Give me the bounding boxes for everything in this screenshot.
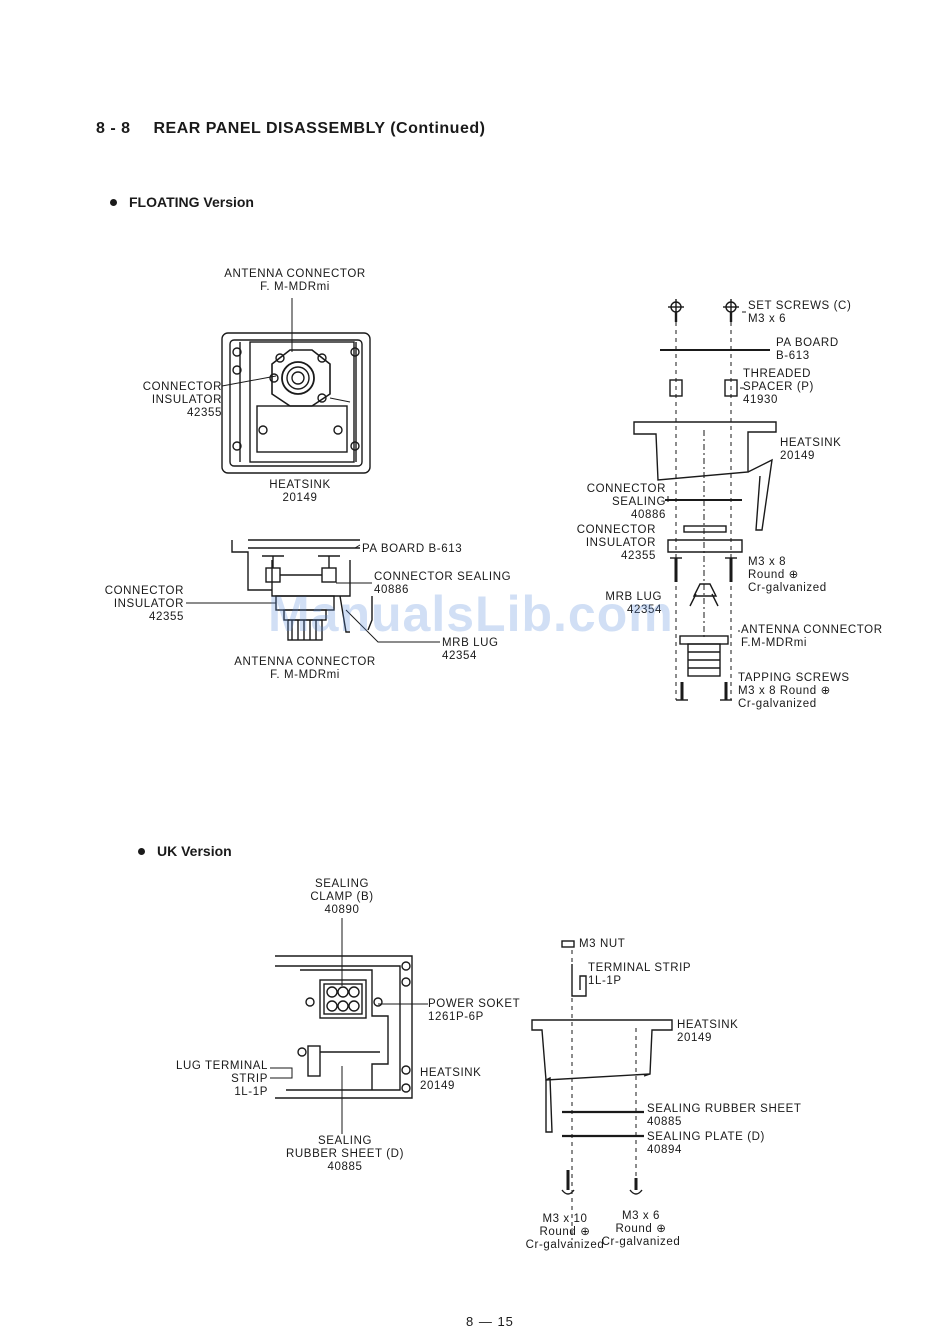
- uk-version-heading: UK Version: [138, 843, 232, 859]
- label-m3x8-screws: M3 x 8 Round ⊕ Cr-galvanized: [748, 556, 827, 594]
- label-heatsink-uk-front: HEATSINK 20149: [420, 1067, 482, 1092]
- label-heatsink-top: HEATSINK 20149: [269, 479, 331, 504]
- bullet-dot: [138, 847, 145, 855]
- label-connector-sealing-side: CONNECTOR SEALING 40886: [374, 571, 512, 596]
- uk-exploded-view: [531, 940, 673, 1240]
- label-power-socket: POWER SOKET 1261P-6P: [428, 998, 521, 1023]
- label-m3-nut: M3 NUT: [579, 938, 626, 950]
- label-pa-board-exploded: PA BOARD B-613: [776, 337, 839, 362]
- uk-front-view: [270, 918, 428, 1134]
- label-terminal-strip: TERMINAL STRIP 1L-1P: [588, 962, 692, 987]
- label-connector-insulator-side: CONNECTOR INSULATOR 42355: [104, 585, 184, 623]
- label-tapping-screws: TAPPING SCREWS M3 x 8 Round ⊕ Cr-galvani…: [738, 672, 850, 710]
- label-threaded-spacer: THREADED SPACER (P) 41930: [743, 368, 814, 406]
- floating-top-view: [221, 298, 371, 474]
- label-antenna-connector-exploded: ANTENNA CONNECTOR F.M-MDRmi: [741, 624, 883, 649]
- label-sealing-plate: SEALING PLATE (D) 40894: [647, 1131, 765, 1156]
- label-antenna-connector-side: ANTENNA CONNECTOR F. M-MDRmi: [234, 656, 376, 681]
- bullet-dot: [110, 198, 117, 206]
- label-sealing-rubber-sheet-d: SEALING RUBBER SHEET (D) 40885: [285, 1135, 404, 1173]
- floating-version-heading: FLOATING Version: [110, 194, 254, 210]
- label-connector-sealing-exploded: CONNECTOR SEALING 40886: [586, 483, 666, 521]
- label-connector-insulator-exploded: CONNECTOR INSULATOR 42355: [576, 524, 656, 562]
- label-pa-board-side: PA BOARD B-613: [362, 543, 463, 555]
- section-number: 8 - 8: [96, 120, 131, 137]
- section-heading: 8 - 8 REAR PANEL DISASSEMBLY (Continued): [96, 120, 485, 138]
- label-sealing-clamp: SEALING CLAMP (B) 40890: [310, 878, 374, 916]
- label-sealing-rubber-sheet: SEALING RUBBER SHEET 40885: [647, 1103, 802, 1128]
- watermark: ManualsLib.com: [268, 586, 674, 642]
- label-antenna-connector-top: ANTENNA CONNECTOR F. M-MDRmi: [224, 268, 366, 293]
- label-mrb-lug-exploded: MRB LUG 42354: [605, 591, 662, 616]
- page-number: 8 — 15: [466, 1314, 514, 1329]
- label-heatsink-uk-exploded: HEATSINK 20149: [677, 1019, 739, 1044]
- label-screw-m3x10: M3 x 10 Round ⊕ Cr-galvanized: [525, 1213, 605, 1251]
- label-lug-terminal-strip: LUG TERMINAL STRIP 1L-1P: [176, 1060, 268, 1098]
- floating-side-view: [186, 539, 440, 643]
- label-screw-m3x6: M3 x 6 Round ⊕ Cr-galvanized: [601, 1210, 681, 1248]
- label-heatsink-exploded: HEATSINK 20149: [780, 437, 842, 462]
- label-mrb-lug-side: MRB LUG 42354: [442, 637, 499, 662]
- floating-exploded-view: [633, 299, 777, 701]
- label-set-screws: SET SCREWS (C) M3 x 6: [748, 300, 852, 325]
- section-title: REAR PANEL DISASSEMBLY (Continued): [153, 120, 486, 137]
- label-connector-insulator-top: CONNECTOR INSULATOR 42355: [142, 381, 222, 419]
